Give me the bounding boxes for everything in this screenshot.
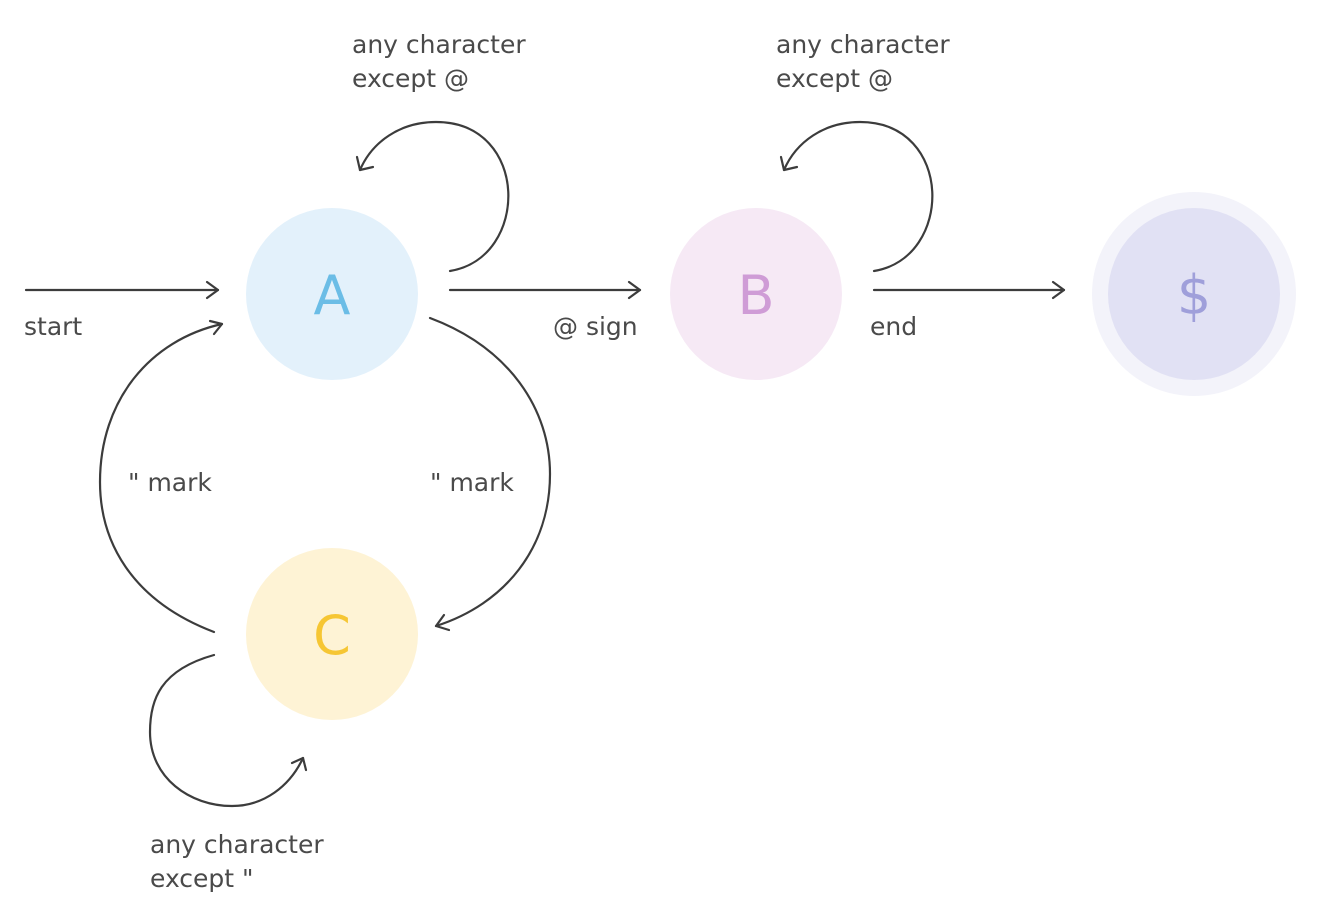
b-to-end-label: end xyxy=(870,312,917,341)
start-label: start xyxy=(24,312,82,341)
state-c-label: C xyxy=(313,604,351,667)
b-self-label-line1: any character xyxy=(776,30,950,59)
state-a-label: A xyxy=(314,264,351,327)
a-self-label-line2: except @ xyxy=(352,64,469,93)
start-arrowhead xyxy=(205,280,220,300)
transition-a-to-c: " mark xyxy=(428,316,552,632)
state-end-label: $ xyxy=(1177,264,1211,327)
state-c-circle xyxy=(246,548,418,720)
state-b-circle xyxy=(670,208,842,380)
a-to-c-line xyxy=(428,316,552,628)
a-self-loop-arrowhead xyxy=(355,155,375,172)
state-a-circle xyxy=(246,208,418,380)
state-end: $ xyxy=(1092,192,1296,396)
transition-b-self: any character except @ xyxy=(776,30,950,273)
state-c: C xyxy=(246,548,418,720)
a-to-b-label: @ sign xyxy=(553,312,638,341)
state-end-circle xyxy=(1108,208,1280,380)
c-self-loop-arrowhead xyxy=(290,756,308,772)
transition-c-self: any character except " xyxy=(148,653,324,893)
a-self-label-line1: any character xyxy=(352,30,526,59)
transition-c-to-a: " mark xyxy=(98,319,224,634)
a-to-c-label: " mark xyxy=(430,468,514,497)
state-a: A xyxy=(246,208,418,380)
b-self-loop-line xyxy=(782,120,934,273)
transition-start: start xyxy=(24,280,220,341)
transition-b-to-end: end xyxy=(870,280,1066,341)
transition-a-self: any character except @ xyxy=(352,30,526,273)
c-to-a-line xyxy=(98,322,224,634)
c-self-loop-line xyxy=(148,653,305,808)
a-self-loop-line xyxy=(358,120,510,273)
b-to-end-arrowhead xyxy=(1051,280,1066,300)
a-to-b-arrowhead xyxy=(627,280,642,300)
b-self-loop-arrowhead xyxy=(779,155,799,172)
state-b: B xyxy=(670,208,842,380)
c-to-a-label: " mark xyxy=(128,468,212,497)
c-self-label-line1: any character xyxy=(150,830,324,859)
state-b-label: B xyxy=(737,264,774,327)
b-self-label-line2: except @ xyxy=(776,64,893,93)
a-to-c-arrowhead xyxy=(434,613,451,632)
transition-a-to-b: @ sign xyxy=(448,280,642,341)
c-self-label-line2: except " xyxy=(150,864,254,893)
c-to-a-arrowhead xyxy=(208,319,224,336)
